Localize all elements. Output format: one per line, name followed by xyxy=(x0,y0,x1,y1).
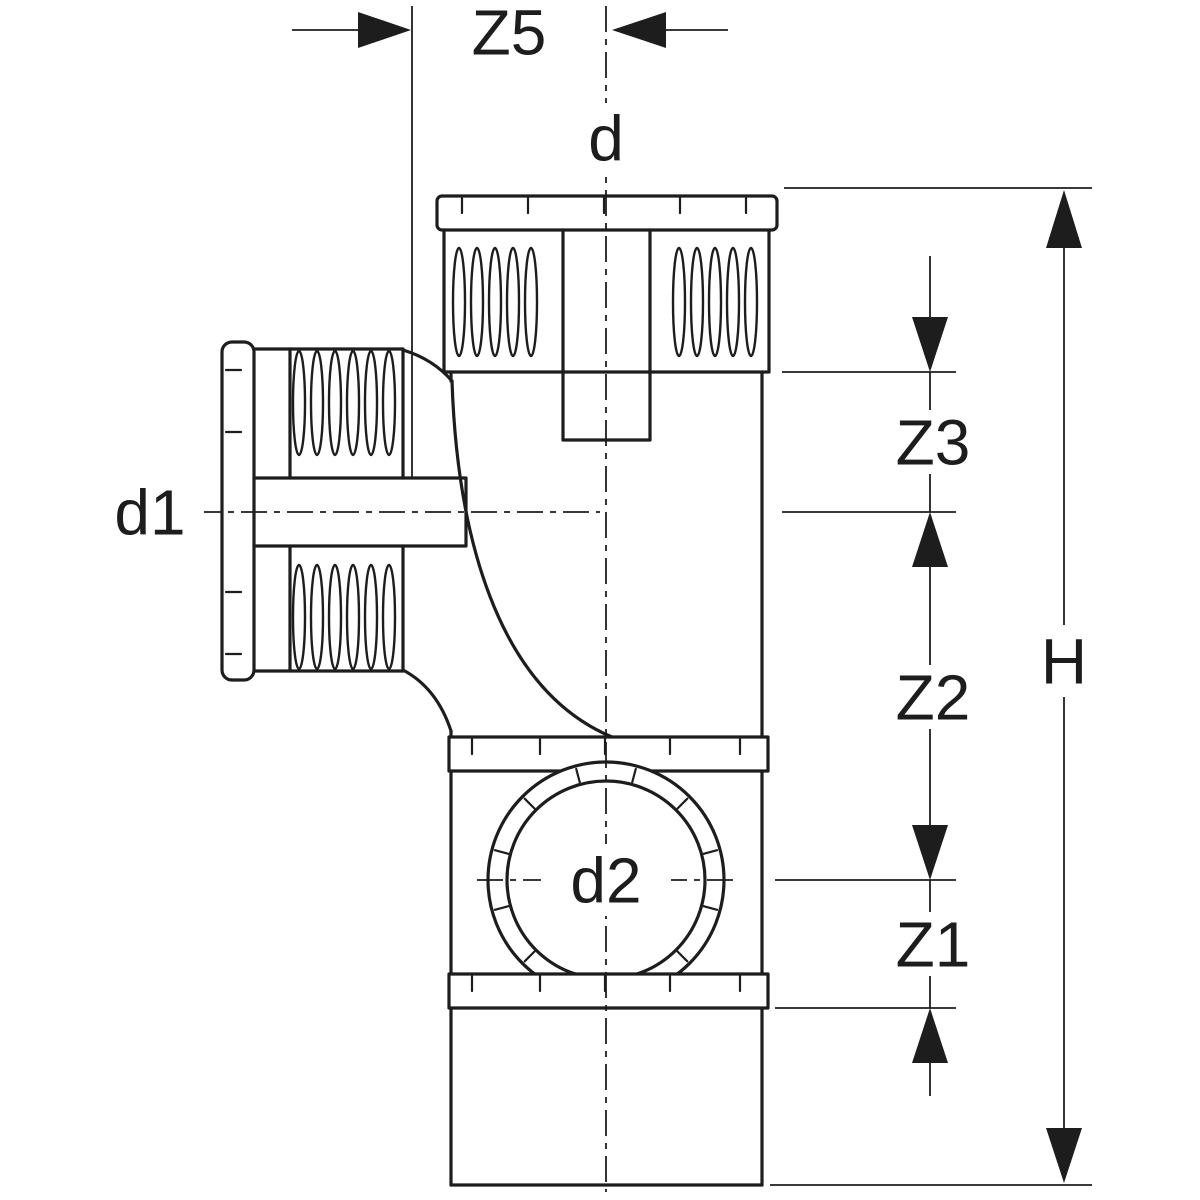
branch-socket-d1 xyxy=(220,340,614,739)
dim-label-d1: d1 xyxy=(114,476,185,548)
dim-label-z3: Z3 xyxy=(896,406,971,478)
z5-arrow-right-icon xyxy=(358,12,411,48)
dim-label-z5: Z5 xyxy=(472,0,547,68)
top-socket-rim xyxy=(435,194,779,232)
h-arrow-down-icon xyxy=(1046,1128,1082,1183)
branch-lower-sweep xyxy=(401,668,453,733)
main-pipe xyxy=(449,370,764,1187)
dim-label-z2: Z2 xyxy=(896,661,971,733)
dim-label-d: d xyxy=(588,102,624,174)
dimension-z-chain xyxy=(775,256,956,1096)
dim-label-h: H xyxy=(1041,625,1087,697)
lower-collar xyxy=(447,972,770,1010)
z3-arrow-down-icon xyxy=(912,317,948,372)
label-masks xyxy=(96,103,1096,976)
dimension-h xyxy=(770,187,1092,1186)
h-arrow-up-icon xyxy=(1046,190,1082,248)
branch-inner-sweep xyxy=(450,379,614,739)
dim-label-z1: Z1 xyxy=(896,908,971,980)
dimension-labels: Z5 d d1 d2 Z3 Z2 Z1 H xyxy=(114,0,1087,980)
z2-arrow-down-icon xyxy=(912,825,948,880)
z2-arrow-up-icon xyxy=(912,512,948,567)
branch-upper-sweep xyxy=(401,348,454,383)
top-socket xyxy=(435,194,779,442)
z1-arrow-up-icon xyxy=(912,1008,948,1063)
z5-arrow-left-icon xyxy=(612,12,666,48)
branch-socket-face xyxy=(220,340,256,682)
dimension-z5 xyxy=(292,6,728,478)
centerlines xyxy=(103,6,737,1192)
dim-label-d2: d2 xyxy=(570,844,641,916)
